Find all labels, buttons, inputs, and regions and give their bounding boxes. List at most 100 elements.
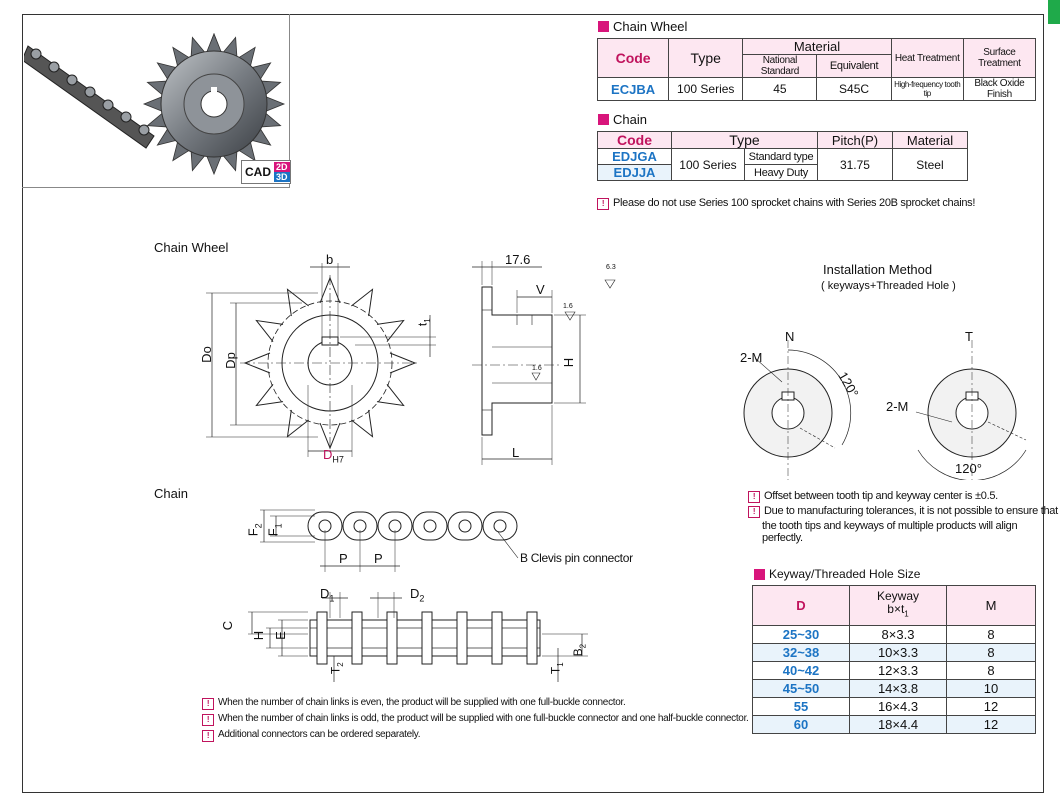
dim-t1-chain: T1	[548, 662, 566, 675]
chain-subtype-0: Standard type	[743, 148, 818, 165]
cw-national: 45	[742, 77, 818, 101]
install-note-1: !Due to manufacturing tolerances, it is …	[748, 505, 1058, 518]
warning-icon: !	[202, 698, 214, 710]
roughness-6-3: 6.3	[606, 264, 616, 271]
dim-h: H	[561, 357, 577, 368]
chain-note-1: !When the number of chain links is odd, …	[202, 713, 749, 726]
chain-subtype-1: Heavy Duty	[743, 164, 818, 181]
dim-d2: D2	[410, 586, 425, 604]
keyway-table-title: Keyway/Threaded Hole Size	[754, 567, 920, 581]
dim-b: b	[326, 252, 334, 267]
chain-series: 100 Series	[671, 148, 745, 181]
kw-hdr-m: M	[946, 585, 1036, 626]
dim-do: Do	[198, 346, 214, 363]
hdr-heat: Heat Treatment	[890, 38, 964, 78]
install-note-2: the tooth tips and keyways of multiple p…	[762, 520, 1018, 544]
cad-badge[interactable]: CAD 2D 3D	[241, 160, 291, 184]
kw-m: 8	[946, 625, 1036, 644]
hdr-equivalent: Equivalent	[816, 54, 892, 78]
hdr-code: Code	[596, 38, 670, 78]
dim-f2: F2	[245, 523, 264, 537]
chain-wheel-front-view	[206, 263, 436, 457]
roughness-1-6-a: 1.6	[563, 303, 573, 310]
kw-size: 14×3.8	[849, 679, 947, 698]
chain-material: Steel	[891, 148, 969, 181]
chain-top-view	[260, 509, 519, 572]
chain-drawing-title: Chain	[154, 486, 188, 501]
installation-diagram	[743, 340, 1027, 480]
dim-d1: D1	[320, 586, 335, 604]
product-photo	[24, 32, 286, 176]
chain-photo	[24, 45, 155, 149]
warning-icon: !	[202, 730, 214, 742]
connector-label: B Clevis pin connector	[520, 551, 633, 565]
kw-size: 8×3.3	[849, 625, 947, 644]
chain-pitch: 31.75	[816, 148, 893, 181]
kw-size: 18×4.4	[849, 715, 947, 734]
kw-d: 40~42	[752, 661, 850, 680]
hdr-type: Type	[668, 38, 744, 78]
cw-heat: High-frequency tooth tip	[890, 77, 964, 101]
install-t-label: T	[965, 329, 973, 344]
warning-icon: !	[597, 198, 609, 210]
dim-c: C	[220, 620, 236, 631]
roughness-1-6-b: 1.6	[532, 365, 542, 372]
kw-m: 8	[946, 661, 1036, 680]
kw-m: 10	[946, 679, 1036, 698]
cad-label: CAD	[245, 165, 271, 179]
dim-p-2: P	[374, 551, 383, 566]
kw-hdr-d: D	[752, 585, 850, 626]
cw-equivalent: S45C	[816, 77, 892, 101]
dim-b2: B2	[571, 643, 588, 657]
chain-note-0: !When the number of chain links is even,…	[202, 697, 626, 710]
chain-table-title: Chain	[598, 112, 647, 127]
cw-code: ECJBA	[596, 77, 670, 101]
warning-icon: !	[202, 714, 214, 726]
dim-h-chain: H	[251, 630, 267, 641]
install-n-2m: 2-M	[740, 350, 763, 365]
chain-code-1: EDJJA	[597, 164, 672, 181]
kw-m: 12	[946, 715, 1036, 734]
chain-hdr-type: Type	[671, 131, 818, 149]
installation-title: Installation Method	[823, 262, 933, 277]
install-note-0: !Offset between tooth tip and keyway cen…	[748, 490, 998, 503]
warning-icon: !	[748, 491, 760, 503]
chain-wheel-side-view	[472, 261, 616, 465]
page-frame	[22, 14, 1044, 793]
dim-t1: t1	[415, 318, 433, 327]
dim-e: E	[272, 631, 288, 640]
chain-wheel-table-title: Chain Wheel	[598, 19, 687, 34]
dim-v: V	[536, 282, 545, 297]
chain-hdr-material: Material	[891, 131, 969, 149]
dim-dp: Dp	[222, 352, 238, 369]
install-n-label: N	[785, 329, 795, 344]
hdr-national: National Standard	[742, 54, 818, 78]
chain-spec-table: Code Type Pitch(P) Material EDJGA 100 Se…	[597, 131, 969, 181]
dim-l: L	[512, 445, 520, 460]
dim-t2: T2	[328, 662, 346, 675]
warning-icon: !	[748, 506, 760, 518]
hdr-material: Material	[742, 38, 892, 55]
kw-size: 12×3.3	[849, 661, 947, 680]
install-t-2m: 2-M	[886, 399, 909, 414]
kw-d: 25~30	[752, 625, 850, 644]
chain-side-view	[248, 592, 588, 682]
installation-subtitle: ( keyways+Threaded Hole )	[821, 280, 956, 292]
sprocket-photo	[142, 32, 286, 176]
chain-code-0: EDJGA	[597, 148, 672, 165]
cw-surface: Black Oxide Finish	[962, 77, 1037, 101]
kw-d: 60	[752, 715, 850, 734]
cad-3d-label: 3D	[274, 172, 290, 182]
cad-2d-label: 2D	[274, 162, 290, 172]
hdr-surface: Surface Treatment	[962, 38, 1037, 78]
chain-hdr-pitch: Pitch(P)	[816, 131, 893, 149]
kw-d: 32~38	[752, 643, 850, 662]
chain-wheel-spec-table: Code Type Material Heat Treatment Surfac…	[596, 38, 1037, 101]
